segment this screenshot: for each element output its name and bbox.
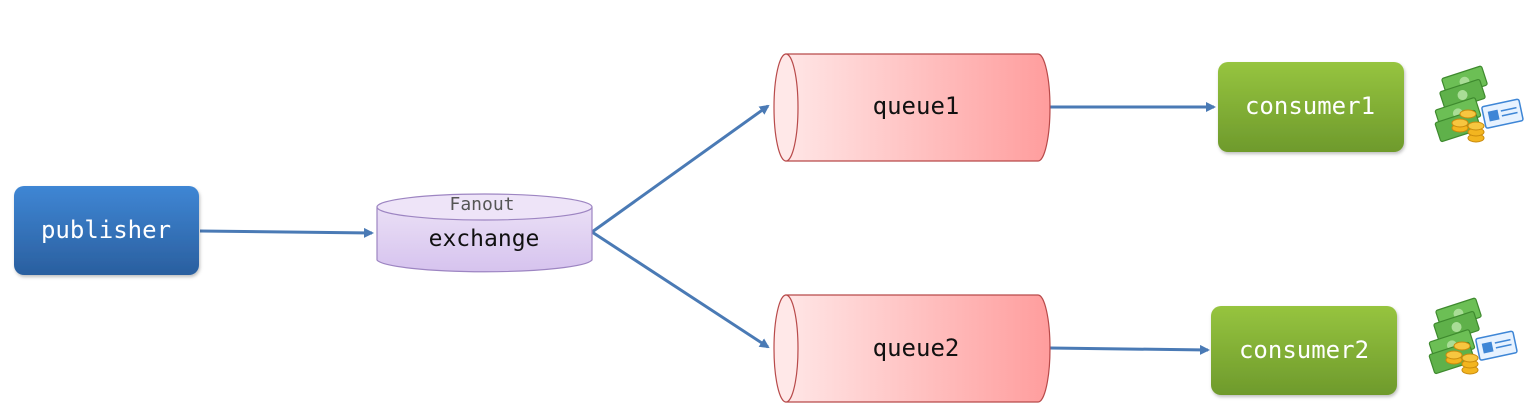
arrow-publisher-to-exchange — [199, 227, 374, 238]
queue1-node[interactable] — [773, 53, 1051, 162]
consumer2-label: consumer2 — [1239, 336, 1369, 364]
money-icon — [1428, 297, 1518, 375]
exchange-type-label: Fanout — [449, 194, 514, 215]
arrow-queue2-to-consumer2 — [1049, 344, 1210, 355]
arrow-exchange-to-queue2 — [591, 230, 770, 349]
publisher-label: publisher — [41, 216, 171, 244]
consumer2-node[interactable] — [1211, 306, 1397, 395]
publisher-node[interactable] — [14, 186, 199, 275]
consumer1-label: consumer1 — [1245, 92, 1375, 120]
exchange-label: exchange — [429, 226, 540, 252]
arrow-exchange-to-queue1 — [591, 104, 770, 234]
queue2-label: queue2 — [873, 334, 960, 362]
queue1-label: queue1 — [873, 92, 960, 120]
queue2-node[interactable] — [773, 294, 1051, 403]
consumer1-node[interactable] — [1218, 62, 1404, 152]
exchange-node[interactable] — [376, 193, 593, 273]
money-icon — [1434, 65, 1524, 143]
